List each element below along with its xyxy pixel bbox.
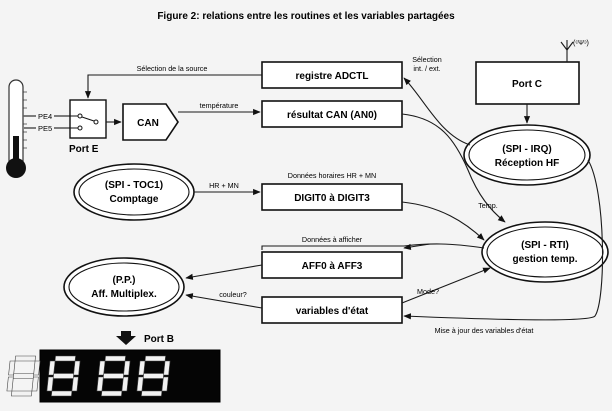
display-segment bbox=[73, 360, 81, 376]
hr-mn-label: HR + MN bbox=[209, 181, 239, 190]
display-digit bbox=[46, 355, 81, 397]
svg-text:Réception HF: Réception HF bbox=[495, 158, 559, 169]
display-segment bbox=[51, 390, 73, 397]
display-segment bbox=[138, 360, 146, 376]
couleur-label: couleur? bbox=[219, 290, 247, 299]
svg-text:Aff. Multiplex.: Aff. Multiplex. bbox=[91, 289, 157, 300]
display-segment bbox=[104, 355, 126, 362]
box-port-c: Port C bbox=[475, 61, 580, 105]
mise-a-jour-label: Mise à jour des variables d'état bbox=[435, 326, 534, 335]
display-segment bbox=[14, 355, 36, 362]
port-b-label: Port B bbox=[144, 334, 174, 345]
oval-spi-rti: (SPI - RTI) gestion temp. bbox=[481, 221, 609, 283]
display-segment bbox=[101, 390, 123, 397]
svg-text:(SPI - TOC1): (SPI - TOC1) bbox=[105, 180, 163, 191]
antenna-icon bbox=[560, 40, 574, 62]
svg-text:(P.P.): (P.P.) bbox=[113, 275, 136, 286]
svg-text:registre ADCTL: registre ADCTL bbox=[296, 71, 369, 82]
donnees-horaires-label: Données horaires HR + MN bbox=[288, 171, 376, 180]
svg-text:Comptage: Comptage bbox=[110, 194, 159, 205]
seven-segment-display bbox=[6, 349, 221, 403]
box-resultat-can: résultat CAN (AN0) bbox=[261, 100, 403, 128]
display-segment bbox=[121, 376, 129, 392]
display-segment bbox=[123, 360, 131, 376]
display-segment bbox=[54, 355, 76, 362]
thermometer-icon bbox=[6, 79, 27, 178]
antenna-label: (ᶜΨᵓ) bbox=[573, 38, 589, 47]
svg-text:gestion temp.: gestion temp. bbox=[512, 254, 577, 265]
display-segment bbox=[144, 355, 166, 362]
display-digit bbox=[6, 355, 41, 397]
display-segment bbox=[8, 360, 16, 376]
oval-spi-toc1: (SPI - TOC1) Comptage bbox=[73, 163, 195, 221]
can-converter: CAN bbox=[122, 103, 179, 141]
svg-text:AFF0 à AFF3: AFF0 à AFF3 bbox=[302, 261, 363, 272]
port-e-label: Port E bbox=[69, 144, 99, 155]
svg-text:résultat CAN (AN0): résultat CAN (AN0) bbox=[287, 110, 377, 121]
oval-spi-irq: (SPI - IRQ) Réception HF bbox=[463, 124, 591, 186]
box-variables-etat: variables d'état bbox=[261, 296, 403, 324]
donnees-afficher-label: Données à afficher bbox=[302, 235, 363, 244]
temperature-label: température bbox=[200, 101, 239, 110]
figure-title: Figure 2: relations entre les routines e… bbox=[157, 11, 455, 22]
display-segment bbox=[141, 390, 163, 397]
port-e-mux bbox=[69, 99, 107, 139]
svg-text:(SPI - RTI): (SPI - RTI) bbox=[521, 240, 569, 251]
display-segment bbox=[12, 373, 35, 379]
box-registre-adctl: registre ADCTL bbox=[261, 61, 403, 89]
pe4-label: PE4 bbox=[38, 112, 52, 121]
selection-int-ext-label-2: int. / ext. bbox=[413, 64, 440, 73]
display-segment bbox=[102, 373, 125, 379]
display-segment bbox=[142, 373, 165, 379]
display-digit bbox=[136, 355, 171, 397]
display-segment bbox=[11, 390, 33, 397]
display-segment bbox=[33, 360, 41, 376]
box-digit: DIGIT0 à DIGIT3 bbox=[261, 183, 403, 211]
svg-text:DIGIT0 à DIGIT3: DIGIT0 à DIGIT3 bbox=[294, 193, 370, 204]
mode-label: Mode? bbox=[417, 287, 439, 296]
selection-int-ext-label: Sélection bbox=[412, 55, 442, 64]
oval-pp: (P.P.) Aff. Multiplex. bbox=[63, 257, 185, 317]
display-segment bbox=[48, 360, 56, 376]
svg-text:variables d'état: variables d'état bbox=[296, 306, 369, 317]
display-segment bbox=[52, 373, 75, 379]
display-segment bbox=[71, 376, 79, 392]
display-digit bbox=[96, 355, 131, 397]
display-segment bbox=[96, 376, 104, 392]
display-segment bbox=[31, 376, 39, 392]
display-segment bbox=[98, 360, 106, 376]
display-segment bbox=[161, 376, 169, 392]
port-b-arrow-icon bbox=[116, 331, 136, 345]
svg-text:(SPI - IRQ): (SPI - IRQ) bbox=[502, 144, 551, 155]
display-segment bbox=[163, 360, 171, 376]
selection-source-label: Sélection de la source bbox=[137, 64, 208, 73]
display-segment bbox=[6, 376, 14, 392]
display-segment bbox=[46, 376, 54, 392]
pe5-label: PE5 bbox=[38, 124, 52, 133]
box-aff: AFF0 à AFF3 bbox=[261, 251, 403, 279]
svg-text:Port C: Port C bbox=[512, 79, 542, 90]
temp-label: Temp. bbox=[478, 201, 498, 210]
svg-text:CAN: CAN bbox=[137, 118, 159, 129]
display-segment bbox=[136, 376, 144, 392]
